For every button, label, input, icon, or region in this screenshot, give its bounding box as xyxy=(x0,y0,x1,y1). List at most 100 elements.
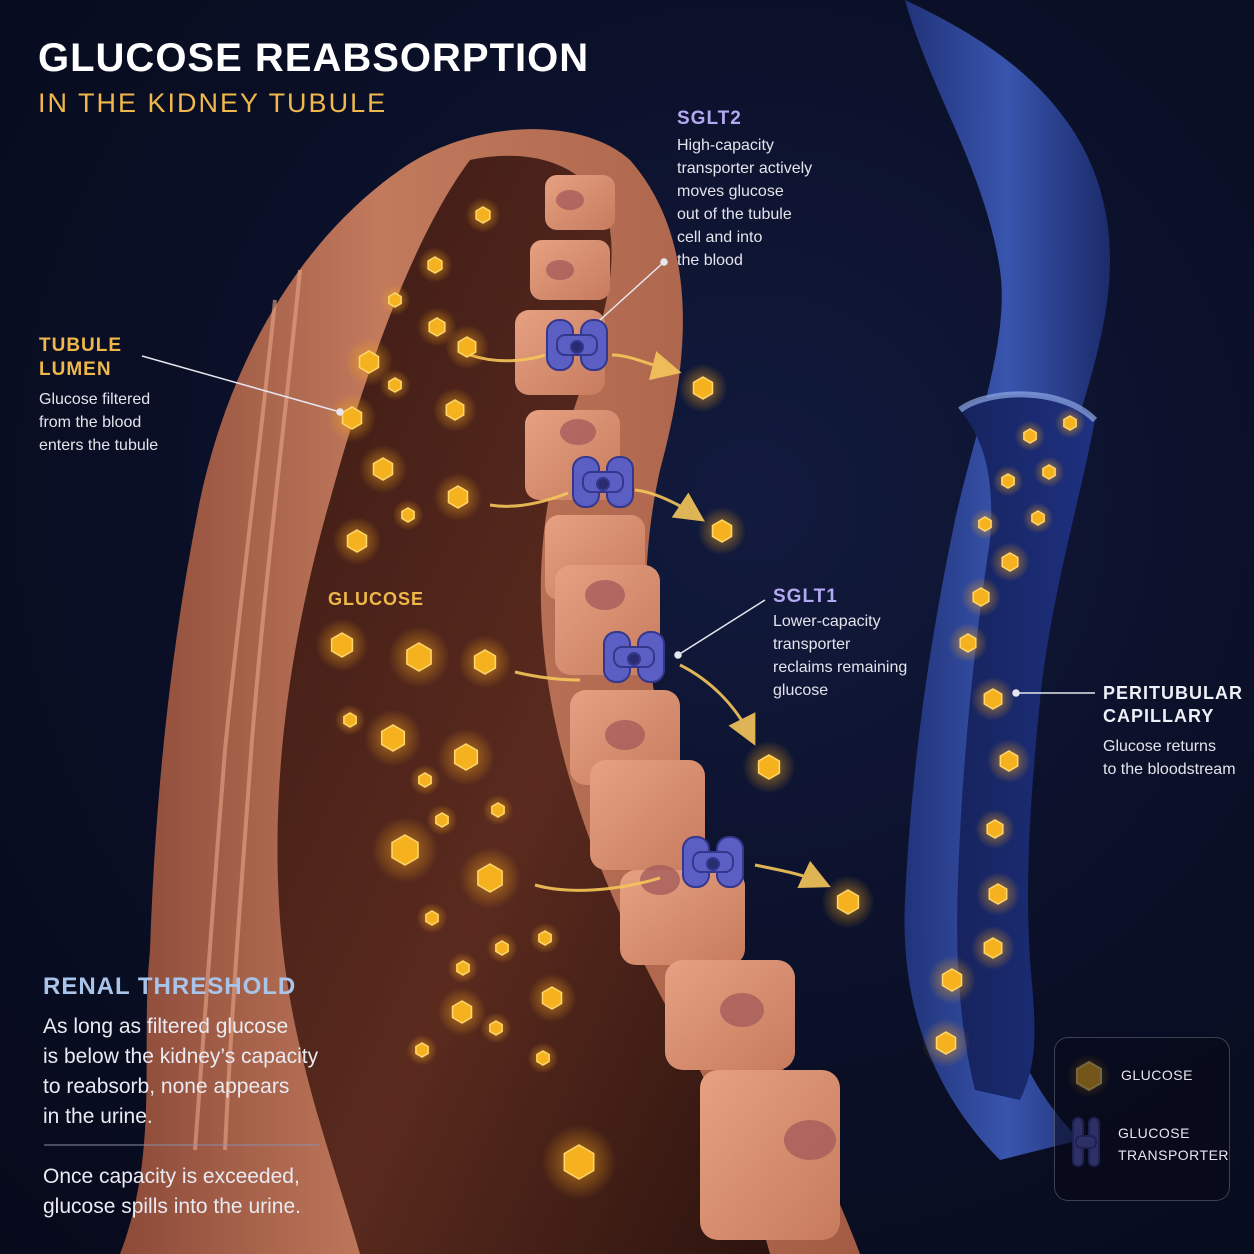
capillary-description: Glucose returns to the bloodstream xyxy=(1103,735,1236,781)
glucose-molecule xyxy=(541,1124,617,1200)
sglt2-desc-line-5: cell and into xyxy=(677,229,763,246)
capillary-heading-line-2: CAPILLARY xyxy=(1103,706,1215,726)
tubule-lumen-desc-line-2: from the blood xyxy=(39,414,142,431)
glucose-molecule xyxy=(961,577,1001,617)
glucose-molecule xyxy=(1014,420,1046,452)
glucose-molecules xyxy=(315,197,1086,1200)
glucose-molecule xyxy=(527,1042,559,1074)
glucose-molecule xyxy=(987,739,1031,783)
threshold-p2-line-1: Once capacity is exceeded, xyxy=(43,1165,300,1188)
glucose-molecule xyxy=(1022,502,1054,534)
sglt2-desc-line-2: transporter actively xyxy=(677,160,813,177)
glucose-molecule xyxy=(969,508,1001,540)
sglt1-description: Lower-capacity transporter reclaims rema… xyxy=(773,610,907,702)
epithelial-cells xyxy=(515,175,840,1240)
glucose-molecule xyxy=(459,847,521,909)
legend-transporter-line-2: TRANSPORTER xyxy=(1118,1147,1230,1163)
glucose-molecule xyxy=(327,393,377,443)
sglt1-desc-line-3: reclaims remaining xyxy=(773,659,908,676)
glucose-molecule xyxy=(372,817,438,883)
reabsorption-arrows xyxy=(469,351,831,892)
glucose-molecule xyxy=(392,499,424,531)
glucose-molecule xyxy=(447,952,479,984)
sglt2-desc-line-6: the blood xyxy=(677,252,743,269)
glucose-molecule xyxy=(527,973,577,1023)
glucose-molecule xyxy=(990,542,1030,582)
glucose-molecule xyxy=(433,388,477,432)
glucose-transporter xyxy=(572,456,634,508)
glucose-molecule xyxy=(344,337,394,387)
glucose-molecule xyxy=(417,307,457,347)
sglt1-heading: SGLT1 xyxy=(773,586,838,607)
glucose-molecule xyxy=(971,677,1015,721)
capillary-heading: PERITUBULAR CAPILLARY xyxy=(1103,682,1243,728)
glucose-molecule xyxy=(358,444,408,494)
glucose-molecule xyxy=(334,704,366,736)
tubule-lumen xyxy=(277,155,770,1254)
glucose-transporter xyxy=(546,319,608,371)
sglt1-desc-line-1: Lower-capacity xyxy=(773,613,881,630)
glucose-molecule xyxy=(437,728,495,786)
glucose-molecule xyxy=(921,1018,971,1068)
threshold-p1-line-2: is below the kidney’s capacity xyxy=(43,1045,319,1068)
glucose-molecule xyxy=(379,284,411,316)
glucose-molecule xyxy=(927,955,977,1005)
glucose-molecule xyxy=(332,516,382,566)
sglt2-heading: SGLT2 xyxy=(677,108,742,129)
glucose-molecule xyxy=(426,804,458,836)
glucose-molecule xyxy=(821,875,875,929)
sglt1-desc-line-4: glucose xyxy=(773,682,829,699)
tubule-lumen-description: Glucose filtered from the blood enters t… xyxy=(39,388,158,457)
sglt2-desc-line-3: moves glucose xyxy=(677,183,784,200)
glucose-molecule xyxy=(992,465,1024,497)
legend-transporter-line-1: GLUCOSE xyxy=(1118,1125,1190,1141)
tubule-lumen-heading: TUBULE LUMEN xyxy=(39,334,122,382)
glucose-molecule xyxy=(482,794,514,826)
renal-threshold-paragraph-2: Once capacity is exceeded, glucose spill… xyxy=(43,1162,301,1222)
glucose-molecule xyxy=(465,197,501,233)
glucose-molecule xyxy=(971,926,1015,970)
capillary-heading-line-1: PERITUBULAR xyxy=(1103,683,1243,703)
glucose-transporters xyxy=(546,319,744,888)
glucose-molecule xyxy=(433,472,483,522)
tubule-lumen-desc-line-1: Glucose filtered xyxy=(39,391,151,408)
glucose-molecule xyxy=(406,1034,438,1066)
legend-transporter-label: GLUCOSE TRANSPORTER xyxy=(1118,1122,1229,1166)
glucose-molecule xyxy=(1033,456,1065,488)
glucose-molecule xyxy=(486,932,518,964)
glucose-molecule xyxy=(315,618,369,672)
renal-threshold-paragraph-1: As long as filtered glucose is below the… xyxy=(43,1012,318,1132)
glucose-molecule xyxy=(1054,407,1086,439)
threshold-p1-line-3: to reabsorb, none appears xyxy=(43,1075,290,1098)
glucose-molecule xyxy=(480,1012,512,1044)
page-subtitle: IN THE KIDNEY TUBULE xyxy=(38,88,388,118)
glucose-molecule xyxy=(975,809,1015,849)
glucose-molecule xyxy=(379,369,411,401)
glucose-molecule xyxy=(976,872,1020,916)
glucose-molecule xyxy=(445,325,489,369)
capillary-desc-line-1: Glucose returns xyxy=(1103,738,1216,755)
capillary-desc-line-2: to the bloodstream xyxy=(1103,761,1236,778)
glucose-molecule xyxy=(416,902,448,934)
threshold-p2-line-2: glucose spills into the urine. xyxy=(43,1195,301,1218)
threshold-p1-line-4: in the urine. xyxy=(43,1105,153,1128)
sglt2-desc-line-4: out of the tubule xyxy=(677,206,792,223)
leader-lines xyxy=(141,258,1095,697)
glucose-molecule xyxy=(417,247,453,283)
glucose-molecule xyxy=(409,764,441,796)
legend-glucose-label: GLUCOSE xyxy=(1121,1067,1193,1083)
glucose-transporter xyxy=(682,836,744,888)
tubule-lumen-heading-line-2: LUMEN xyxy=(39,359,112,380)
tubule-lumen-heading-line-1: TUBULE xyxy=(39,335,123,356)
renal-threshold-heading: RENAL THRESHOLD xyxy=(43,973,297,1000)
glucose-molecule xyxy=(678,363,728,413)
tubule-lumen-desc-line-3: enters the tubule xyxy=(39,437,159,454)
page-title: GLUCOSE REABSORPTION xyxy=(38,36,590,80)
glucose-label: GLUCOSE xyxy=(328,589,425,609)
glucose-molecule xyxy=(437,987,487,1037)
legend xyxy=(1054,1037,1230,1201)
glucose-molecule xyxy=(529,922,561,954)
glucose-molecule xyxy=(742,740,796,794)
glucose-molecule xyxy=(948,623,988,663)
